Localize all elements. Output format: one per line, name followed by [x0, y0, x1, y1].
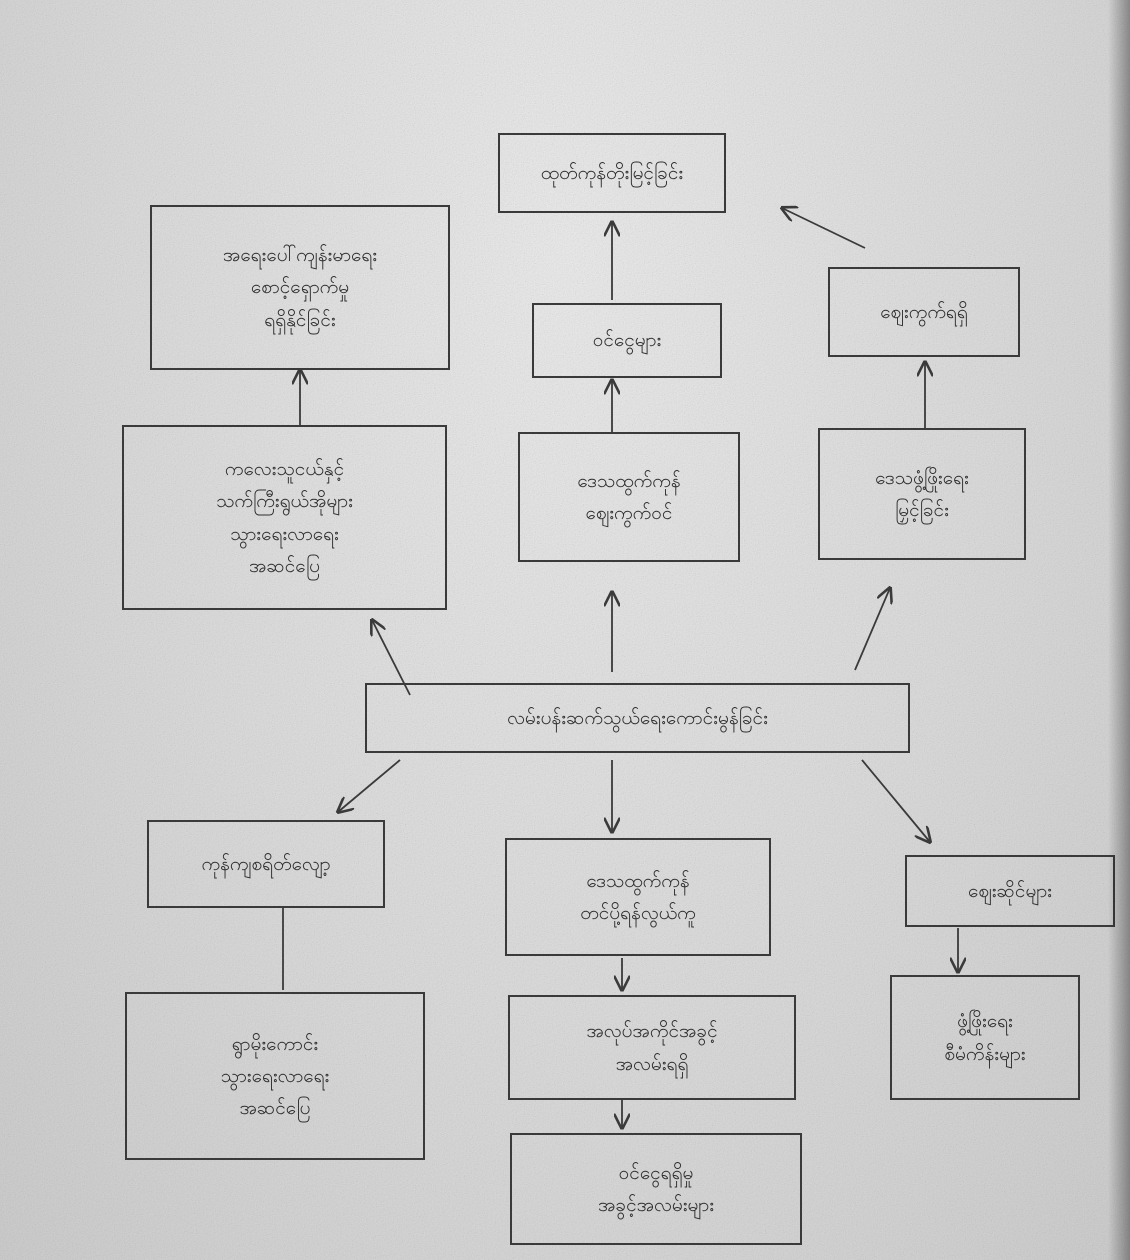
arrow-upper-right-to-top — [782, 208, 866, 249]
node-bot-left: ရွာမိုးကောင်း သွားရေးလာရေး အဆင်ပြေ — [125, 992, 425, 1160]
node-upper-mid: ဝင်ငွေများ — [532, 303, 722, 378]
arrow-center-to-low-left — [338, 759, 401, 812]
node-upper-left: အရေးပေါ်ကျန်းမာရေး စောင့်ရှောက်မှု ရရှိန… — [150, 205, 450, 370]
arrow-center-to-low-right — [861, 759, 930, 842]
node-mid-mid: ဒေသထွက်ကုန် ဈေးကွက်ဝင် — [518, 432, 740, 562]
node-low-mid: ဒေသထွက်ကုန် တင်ပို့ရန်လွယ်ကူ — [505, 838, 771, 956]
node-bot-right: ဖွံ့ဖြိုးရေး စီမံကိန်းများ — [890, 975, 1080, 1100]
node-center: လမ်းပန်းဆက်သွယ်ရေးကောင်းမွန်ခြင်း — [365, 683, 910, 753]
node-low-left: ကုန်ကျစရိတ်လျော့ — [147, 820, 385, 908]
node-bottom: ဝင်ငွေရရှိမှု အခွင့်အလမ်းများ — [510, 1133, 802, 1245]
scan-edge-shadow — [1108, 0, 1130, 1260]
arrow-center-to-mid-right — [854, 588, 890, 671]
node-upper-right: ဈေးကွက်ရရှိ — [828, 267, 1020, 357]
arrow-center-to-mid-left — [372, 620, 411, 696]
node-low-right: ဈေးဆိုင်များ — [905, 855, 1115, 927]
node-bot-mid: အလုပ်အကိုင်အခွင့် အလမ်းရရှိ — [508, 995, 796, 1100]
node-mid-right: ဒေသဖွံ့ဖြိုးရေး မြှင့်ခြင်း — [818, 428, 1026, 560]
node-top: ထုတ်ကုန်တိုးမြင့်ခြင်း — [498, 133, 726, 213]
node-mid-left: ကလေးသူငယ်နှင့် သက်ကြီးရွယ်အိုများ သွားရေ… — [122, 425, 447, 610]
